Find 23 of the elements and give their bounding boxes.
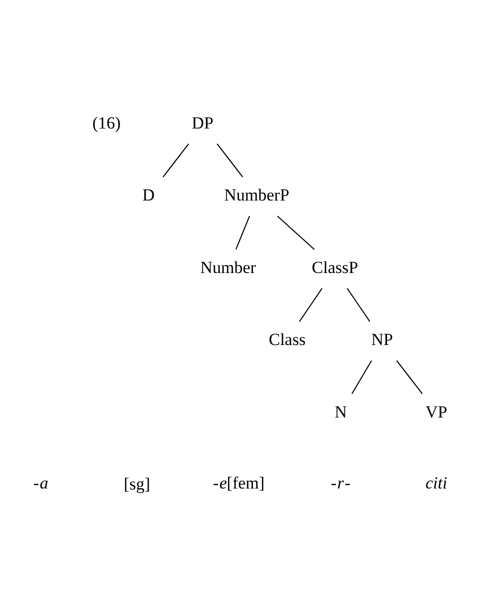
connector xyxy=(299,288,322,322)
node-text: DP xyxy=(192,113,214,132)
node-text: D xyxy=(142,186,155,205)
connector xyxy=(216,144,244,178)
node-text: NumberP xyxy=(224,186,290,205)
connector xyxy=(162,144,190,178)
node-text: Number xyxy=(200,258,256,277)
label: (16) xyxy=(92,113,121,132)
connector xyxy=(235,216,250,250)
node-text: ClassP xyxy=(312,258,358,277)
label: -a xyxy=(33,474,48,493)
label: [sg] xyxy=(124,474,150,494)
connector xyxy=(396,360,423,394)
label: -e[fem] xyxy=(212,474,265,493)
node-text: VP xyxy=(425,402,448,422)
connector xyxy=(352,360,372,394)
connector xyxy=(346,288,370,322)
connector xyxy=(277,216,315,250)
node-text: Class xyxy=(268,330,306,350)
label: -r- xyxy=(330,474,350,493)
node-text: NP xyxy=(371,330,394,350)
node-text: N xyxy=(334,402,347,422)
label: citi xyxy=(425,474,448,493)
